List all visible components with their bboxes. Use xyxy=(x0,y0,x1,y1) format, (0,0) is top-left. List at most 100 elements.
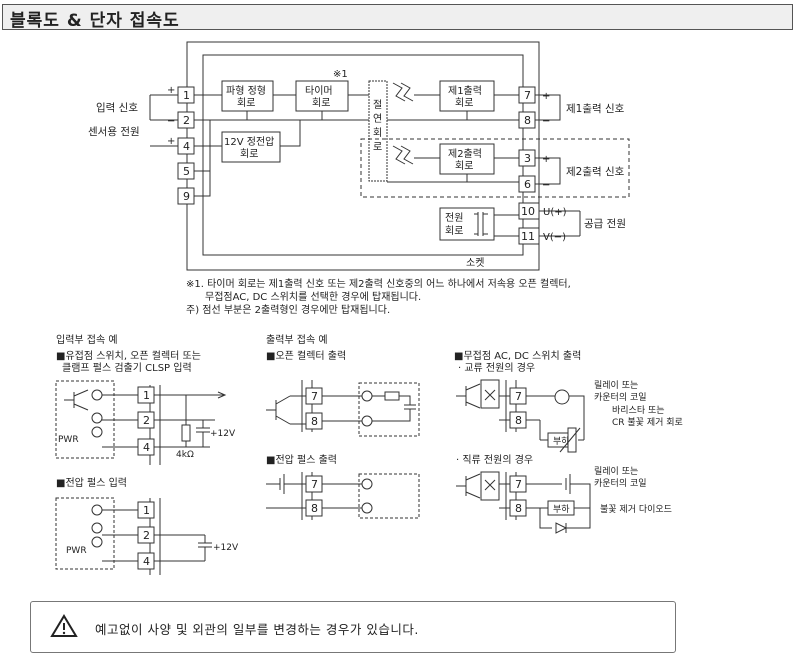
in2-terminal-2: 2 xyxy=(143,529,150,542)
input1-title-l2: 클램프 펄스 검출기 CLSP 입력 xyxy=(62,361,192,374)
regulator-l2: 회로 xyxy=(240,148,258,160)
notice-text: 예고없이 사양 및 외관의 일부를 변경하는 경우가 있습니다. xyxy=(95,622,419,637)
sensor-power-label: 센서용 전원 xyxy=(88,126,140,138)
pulse-shaping-block xyxy=(221,80,274,112)
block-diagram: 소켓 ※1 1 2 4 5 9 파형 정형 회로 타이머 회로 12V 정전압 … xyxy=(88,41,630,271)
minus-t2: − xyxy=(167,116,175,127)
terminal-5: 5 xyxy=(183,165,190,178)
terminal-3: 3 xyxy=(524,152,531,165)
oc-terminal-7: 7 xyxy=(311,390,318,403)
pwr-label-1: PWR xyxy=(58,435,79,445)
note-1: ※1. 타이머 회로는 제1출력 신호 또는 제2출력 신호중의 어느 하나에서… xyxy=(186,277,571,290)
out2-l1: 제2출력 xyxy=(448,148,482,160)
page-title: 블록도 & 단자 접속도 xyxy=(10,11,180,31)
terminal-8: 8 xyxy=(524,114,531,127)
title-bar: 블록도 & 단자 접속도 xyxy=(2,4,793,31)
pwr-label-2: PWR xyxy=(66,546,87,556)
input-examples: 입력부 접속 예 ■유접점 스위치, 오픈 컬렉터 또는 클램프 펄스 검출기 … xyxy=(55,333,239,575)
timer-block xyxy=(295,80,349,112)
regulator-l1: 12V 정전압 xyxy=(224,135,274,148)
out1-l2: 회로 xyxy=(455,97,473,109)
ac-terminal-8: 8 xyxy=(515,414,522,427)
timer-l1: 타이머 xyxy=(305,85,333,97)
input1-title-l1: ■유접점 스위치, 오픈 컬렉터 또는 xyxy=(56,349,201,362)
star1-mark: ※1 xyxy=(333,69,348,80)
dc-terminal-7: 7 xyxy=(515,478,522,491)
transformer-icon xyxy=(474,212,488,236)
terminal-11: 11 xyxy=(521,230,535,243)
power-l1: 전원 xyxy=(445,212,463,224)
input-signal-label: 입력 신호 xyxy=(96,101,138,114)
out1-l1: 제1출력 xyxy=(448,85,482,97)
out2-block xyxy=(439,143,495,175)
isolation-c1: 절 xyxy=(373,98,382,111)
dc-load-label: 부하 xyxy=(553,504,570,515)
ac-load-label: 부하 xyxy=(553,436,570,447)
isolation-c4: 로 xyxy=(373,142,382,153)
oc-terminal-8: 8 xyxy=(311,415,318,428)
terminal-9: 9 xyxy=(183,190,190,203)
relay-coil-dc-l1: 릴레이 또는 xyxy=(594,466,638,477)
out2-signal-label: 제2출력 신호 xyxy=(566,166,625,178)
in2-terminal-4: 4 xyxy=(143,555,150,568)
ac-terminal-7: 7 xyxy=(515,390,522,403)
varistor-l2: CR 불꽃 제거 회로 xyxy=(612,417,683,428)
vp-title: ■전압 펄스 출력 xyxy=(266,453,337,466)
input-header: 입력부 접속 예 xyxy=(56,333,118,346)
power-l2: 회로 xyxy=(445,225,463,237)
isolation-block xyxy=(368,80,388,182)
terminal-6: 6 xyxy=(524,178,531,191)
minus-t6: − xyxy=(542,180,550,191)
socket-label: 소켓 xyxy=(466,257,484,269)
left-terminals: 1 2 4 5 9 xyxy=(177,86,195,205)
out2-l2: 회로 xyxy=(455,160,473,172)
vp-terminal-8: 8 xyxy=(311,502,318,515)
socket-outline xyxy=(186,41,540,271)
note-3: 주) 점선 부분은 2출력형인 경우에만 탑재됩니다. xyxy=(186,303,390,316)
isolation-c2: 연 xyxy=(373,113,382,125)
ac-case-label: · 교류 전원의 경우 xyxy=(458,361,535,374)
v12-label-1: +12V xyxy=(210,429,236,439)
supply-power-label: 공급 전원 xyxy=(584,218,626,230)
isolation-c3: 회 xyxy=(373,127,382,139)
oc-title: ■오픈 컬렉터 출력 xyxy=(266,349,346,362)
right-terminals: 7 8 3 6 10 11 xyxy=(518,86,540,245)
internal-wiring xyxy=(194,94,519,237)
plus-t7: + xyxy=(542,91,550,102)
in1-terminal-1: 1 xyxy=(143,389,150,402)
pulse-shaping-l1: 파형 정형 xyxy=(226,85,266,97)
left-leads xyxy=(149,94,178,147)
u-plus-label: U(+) xyxy=(543,207,567,218)
minus-t8: − xyxy=(542,116,550,127)
optocoupler-1-icon xyxy=(392,82,414,102)
dc-terminal-8: 8 xyxy=(515,502,522,515)
two-output-region xyxy=(360,138,630,198)
relay-coil-l2: 카운터의 코일 xyxy=(594,392,647,403)
dc-case-label: · 직류 전원의 경우 xyxy=(456,453,533,466)
note-2: 무접점AC, DC 스위치를 선택한 경우에 탑재됩니다. xyxy=(205,290,421,303)
terminal-7: 7 xyxy=(524,89,531,102)
input2-title: ■전압 펄스 입력 xyxy=(56,476,127,489)
terminal-2: 2 xyxy=(183,114,190,127)
right-leads xyxy=(535,94,581,237)
warning-icon xyxy=(50,614,78,637)
pulse-shaping-l2: 회로 xyxy=(237,97,255,109)
notice-box: 예고없이 사양 및 외관의 일부를 변경하는 경우가 있습니다. xyxy=(30,601,676,653)
plus-t1: + xyxy=(167,85,175,96)
timer-l2: 회로 xyxy=(312,97,330,109)
output-examples: 출력부 접속 예 ■오픈 컬렉터 출력 7 8 ■전압 펄스 출력 7 8 ■무… xyxy=(266,334,683,534)
out1-signal-label: 제1출력 신호 xyxy=(566,103,625,115)
varistor-l1: 바리스타 또는 xyxy=(612,405,665,416)
terminal-1: 1 xyxy=(183,89,190,102)
plus-t3: + xyxy=(542,154,550,165)
ssr-title: ■무접점 AC, DC 스위치 출력 xyxy=(454,349,581,362)
out1-block xyxy=(439,80,495,112)
relay-coil-dc-l2: 카운터의 코일 xyxy=(594,478,647,489)
in1-terminal-2: 2 xyxy=(143,414,150,427)
ac-source-icon xyxy=(554,389,570,405)
vp-terminal-7: 7 xyxy=(311,478,318,491)
v12-label-2: +12V xyxy=(213,543,239,553)
spark-diode-label: 불꽃 제거 다이오드 xyxy=(600,504,672,515)
terminal-4: 4 xyxy=(183,140,190,153)
